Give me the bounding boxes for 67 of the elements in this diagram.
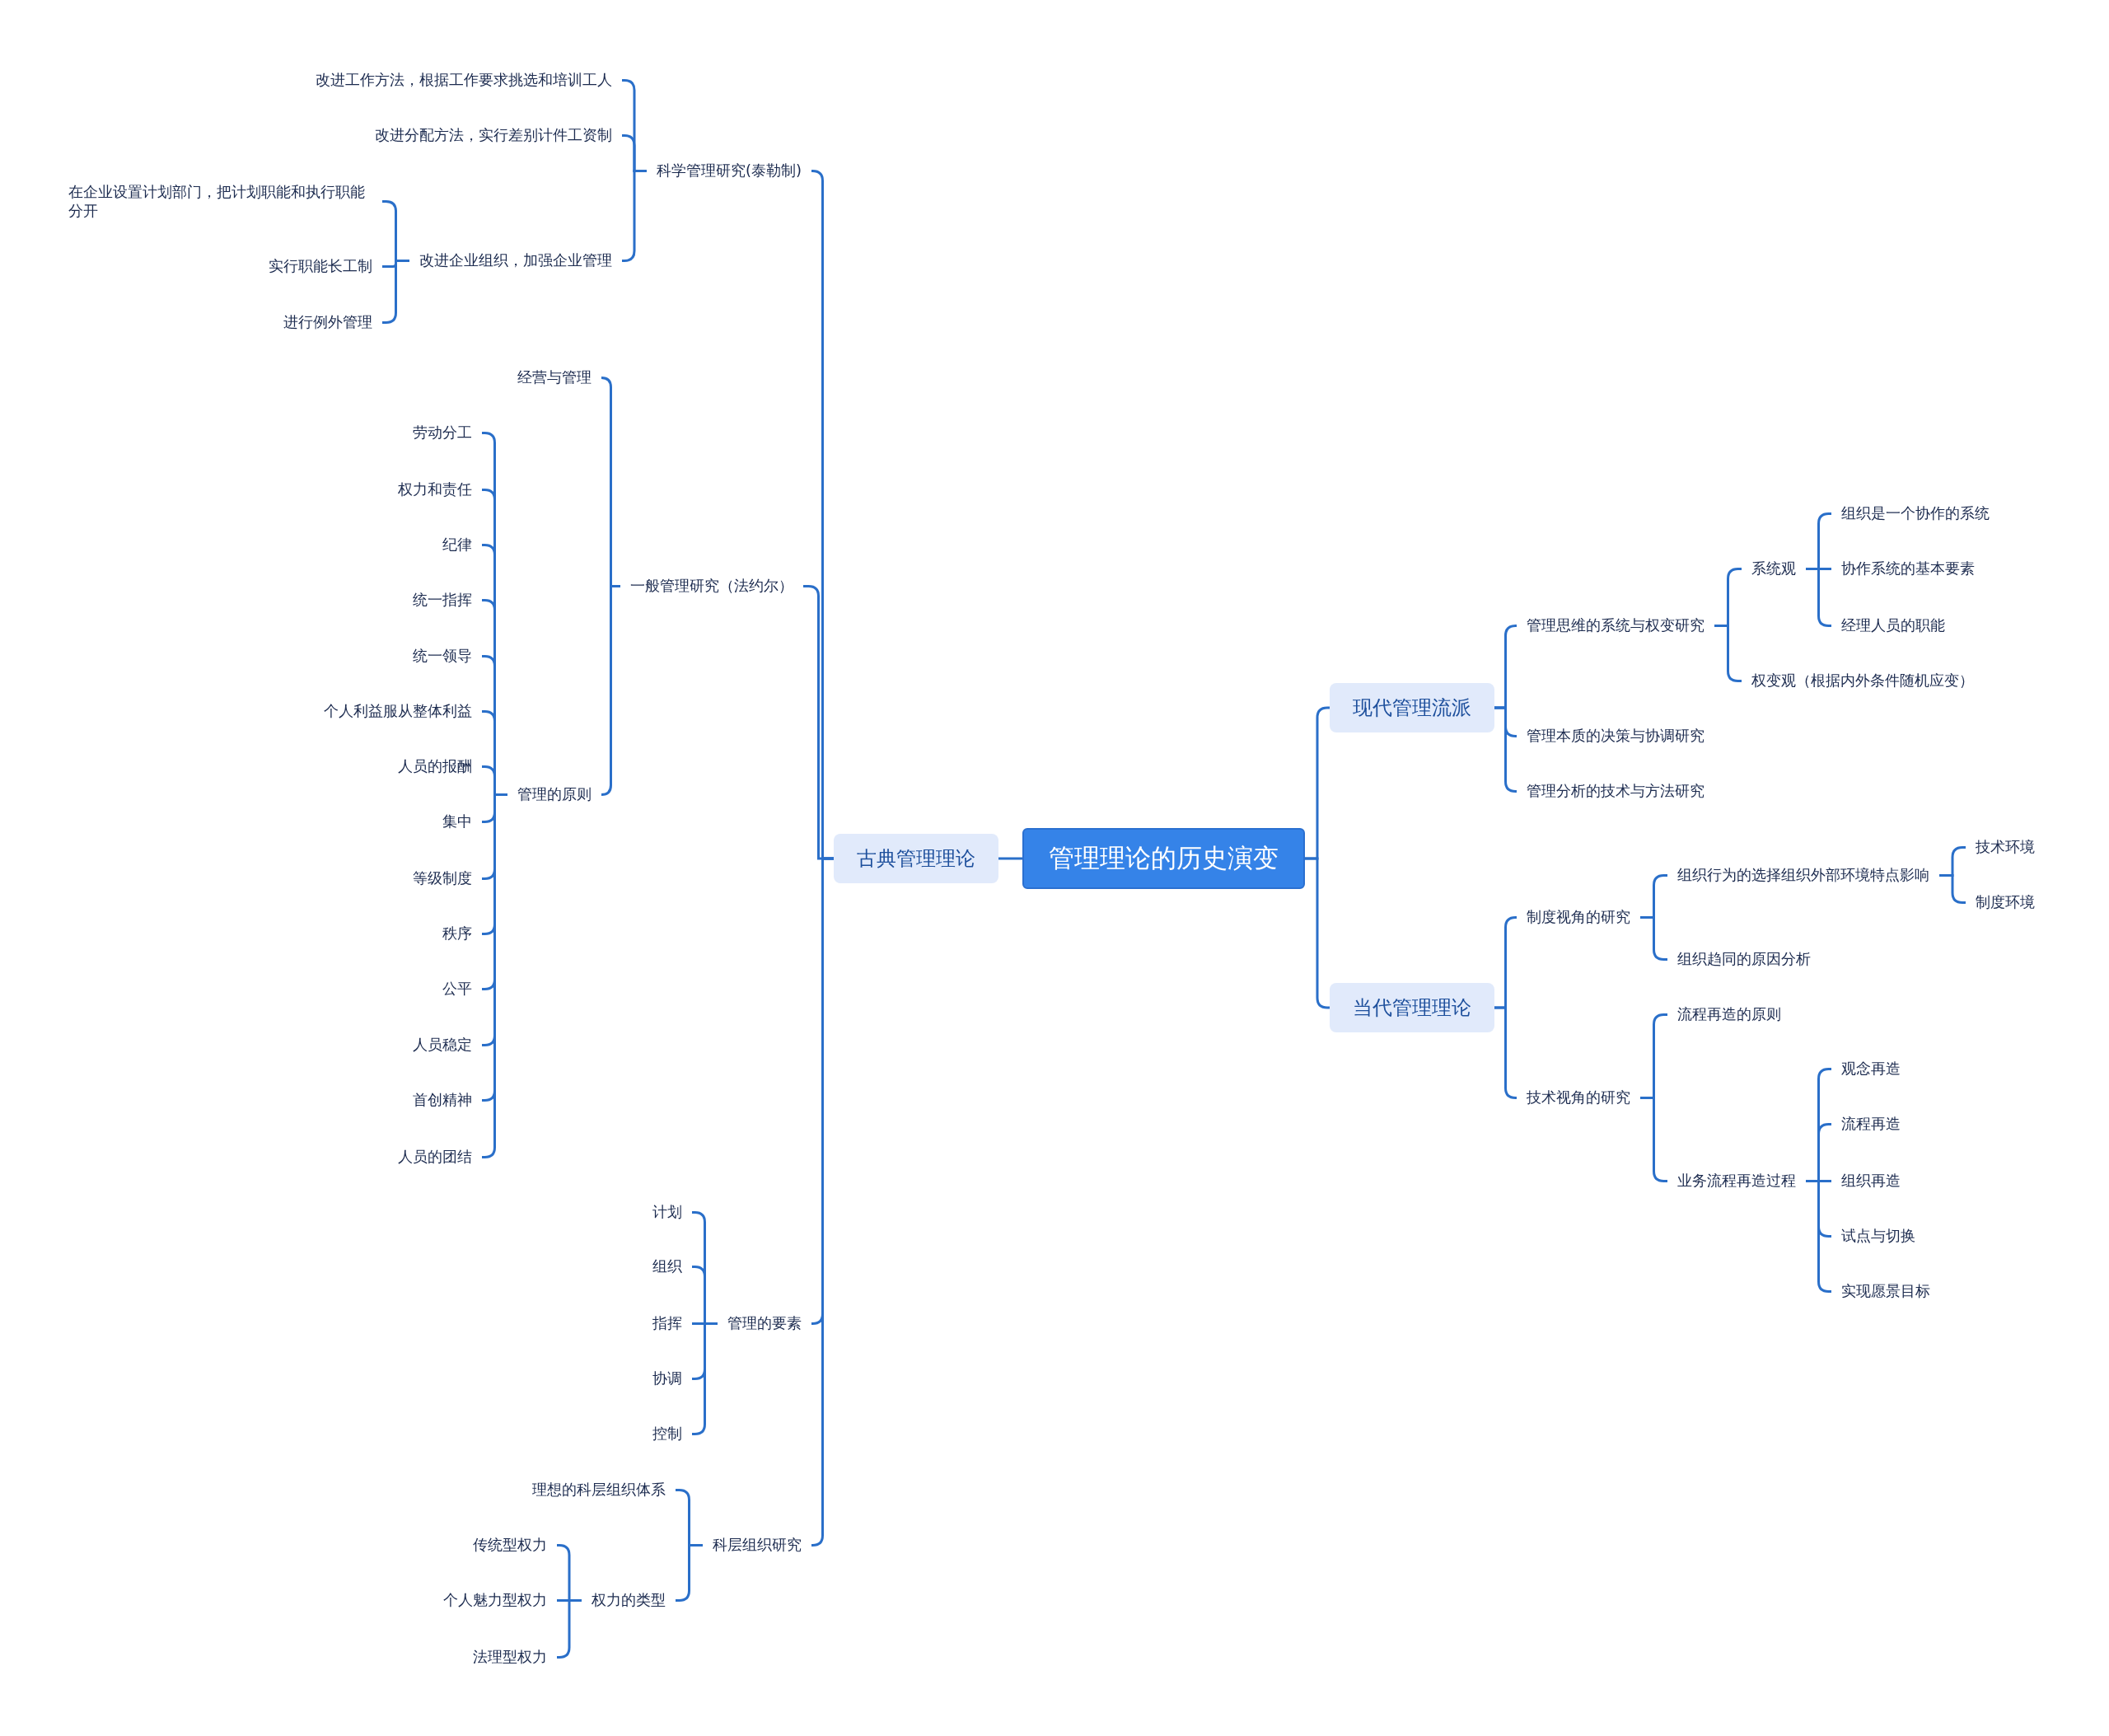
topic-label: 试点与切换 [1831,1226,1926,1246]
topic-label: 人员的团结 [388,1147,483,1167]
topic-label: 进行例外管理 [274,313,383,332]
topic-label: 劳动分工 [403,423,483,442]
topic-label: 首创精神 [403,1091,483,1110]
topic-label: 技术环境 [1966,838,2046,857]
topic-label: 科层组织研究 [703,1536,812,1555]
topic-label: 业务流程再造过程 [1667,1171,1806,1191]
topic-label: 改进企业组织，加强企业管理 [409,251,622,270]
topic-label: 经理人员的职能 [1831,615,1956,635]
topic-label: 管理思维的系统与权变研究 [1517,615,1715,635]
topic-label: 经营与管理 [507,368,602,387]
topic-label: 统一指挥 [403,590,483,610]
topic-label: 协调 [642,1369,692,1388]
topic-label: 等级制度 [403,868,483,888]
topic-label: 人员的报酬 [388,757,483,776]
topic-label: 管理的原则 [507,785,602,804]
topic-label: 实行职能长工制 [259,256,383,276]
topic-label: 权力的类型 [582,1591,676,1610]
topic-label: 组织行为的选择组织外部环境特点影响 [1667,866,1939,885]
topic-label: 公平 [433,979,483,998]
topic-label: 管理的要素 [718,1314,812,1333]
topic-label: 传统型权力 [463,1536,558,1555]
topic-label: 理想的科层组织体系 [522,1481,676,1500]
topic-label: 组织是一个协作的系统 [1831,504,2000,523]
topic-label: 集中 [433,812,483,831]
topic-label: 人员稳定 [403,1036,483,1055]
connector-line [600,585,620,796]
topic-label: 组织再造 [1831,1171,1911,1191]
topic-label: 技术视角的研究 [1517,1088,1641,1107]
topic-label: 系统观 [1741,559,1806,578]
topic-label: 在企业设置计划部门，把计划职能和执行职能分开 [58,183,383,221]
topic-label: 个人利益服从整体利益 [314,702,483,721]
topic-label: 改进工作方法，根据工作要求挑选和培训工人 [305,71,622,90]
connector-line [1939,874,1966,904]
topic-label: 流程再造 [1831,1115,1911,1134]
topic-label: 组织趋同的原因分析 [1667,949,1821,969]
connector-line [811,857,834,1546]
topic-label: 权力和责任 [388,480,483,499]
topic-label: 管理本质的决策与协调研究 [1517,726,1715,746]
connector-line [1494,706,1517,793]
main-topic-box: 古典管理理论 [833,833,998,883]
topic-label: 控制 [642,1424,692,1444]
topic-label: 统一领导 [403,647,483,666]
topic-label: 指挥 [642,1314,692,1333]
topic-label: 观念再造 [1831,1060,1911,1079]
topic-label: 实现愿景目标 [1831,1281,1941,1301]
main-topic-box: 现代管理流派 [1330,682,1495,732]
topic-label: 管理分析的技术与方法研究 [1517,781,1715,800]
topic-label: 法理型权力 [463,1647,558,1667]
main-topic-box: 当代管理理论 [1330,982,1495,1032]
topic-label: 制度视角的研究 [1517,907,1641,927]
connector-line [1494,1006,1517,1099]
topic-label: 流程再造的原则 [1667,1004,1791,1023]
topic-label: 科学管理研究(泰勒制) [647,161,812,180]
central-topic-box: 管理理论的历史演变 [1022,827,1305,889]
topic-label: 权变观（根据内外条件随机应变） [1741,671,1984,690]
topic-label: 计划 [642,1202,692,1221]
topic-label: 一般管理研究（法约尔） [620,577,804,596]
topic-label: 纪律 [433,535,483,554]
topic-label: 组织 [642,1257,692,1276]
topic-label: 秩序 [433,924,483,943]
topic-label: 个人魅力型权力 [433,1591,558,1610]
topic-label: 改进分配方法，实行差别计件工资制 [364,126,622,145]
connector-line [998,857,1022,860]
topic-label: 协作系统的基本要素 [1831,559,1985,578]
topic-label: 制度环境 [1966,893,2046,912]
